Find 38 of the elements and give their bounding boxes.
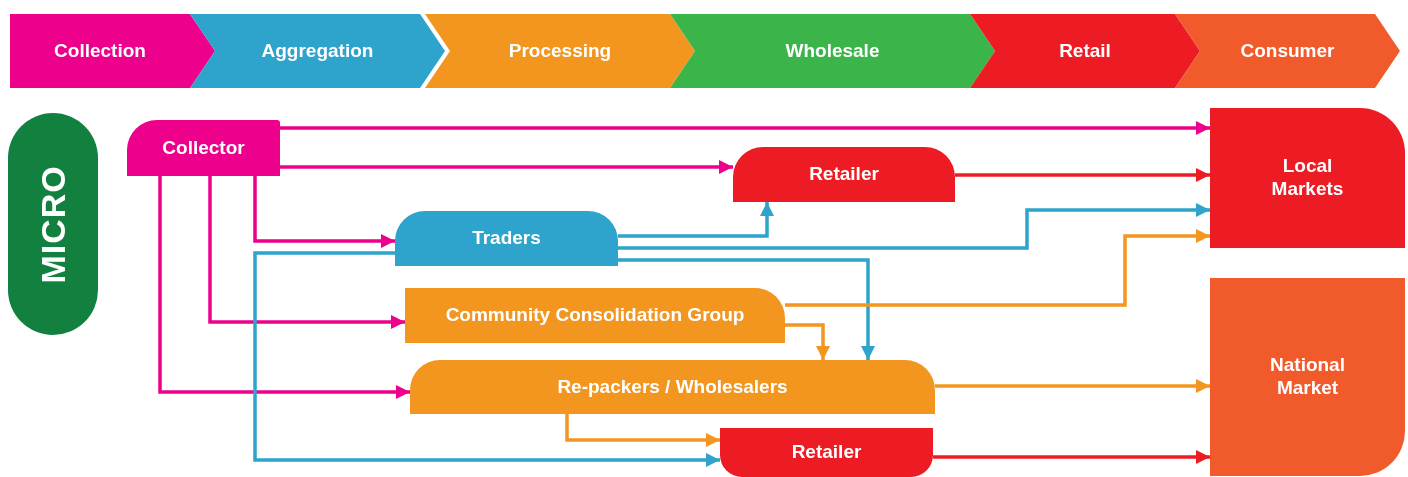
arrow: [955, 168, 1210, 182]
node-label: Collection: [54, 39, 146, 63]
actor-box: [127, 120, 280, 176]
node-label: Retail: [1059, 39, 1111, 63]
arrow: [280, 160, 733, 174]
arrow: [933, 450, 1210, 464]
node-label: Consumer: [1240, 39, 1335, 63]
actor-box: [405, 288, 785, 343]
node-label: Retailer: [791, 441, 862, 464]
arrow: [280, 121, 1210, 135]
node-label: Collector: [162, 136, 245, 160]
node-label: Wholesale: [785, 39, 880, 63]
arrow: [618, 258, 875, 360]
node-label: Processing: [508, 39, 612, 63]
node-label: MICRO: [32, 164, 73, 284]
arrow: [785, 229, 1210, 307]
arrow: [618, 203, 1210, 250]
node-label: Traders: [472, 227, 541, 250]
node-label: Local Markets: [1270, 155, 1345, 201]
node-label: Community Consolidation Group: [445, 304, 745, 327]
market-box: [1210, 278, 1405, 476]
actor-box: [410, 360, 935, 414]
arrow: [618, 202, 774, 238]
arrow: [253, 176, 395, 248]
node-label: National Market: [1269, 354, 1346, 400]
arrow: [935, 379, 1210, 393]
node-label: Retailer: [809, 163, 879, 186]
node-label: Re-packers / Wholesalers: [557, 375, 788, 399]
actor-box: [720, 428, 933, 477]
market-box: [1210, 108, 1405, 248]
node-label: Aggregation: [261, 39, 374, 63]
arrow: [785, 323, 830, 360]
arrow: [158, 176, 410, 399]
arrow: [208, 176, 405, 329]
actor-box: [395, 211, 618, 266]
arrow: [253, 251, 720, 467]
arrow: [565, 414, 720, 447]
actor-box: [733, 147, 955, 202]
